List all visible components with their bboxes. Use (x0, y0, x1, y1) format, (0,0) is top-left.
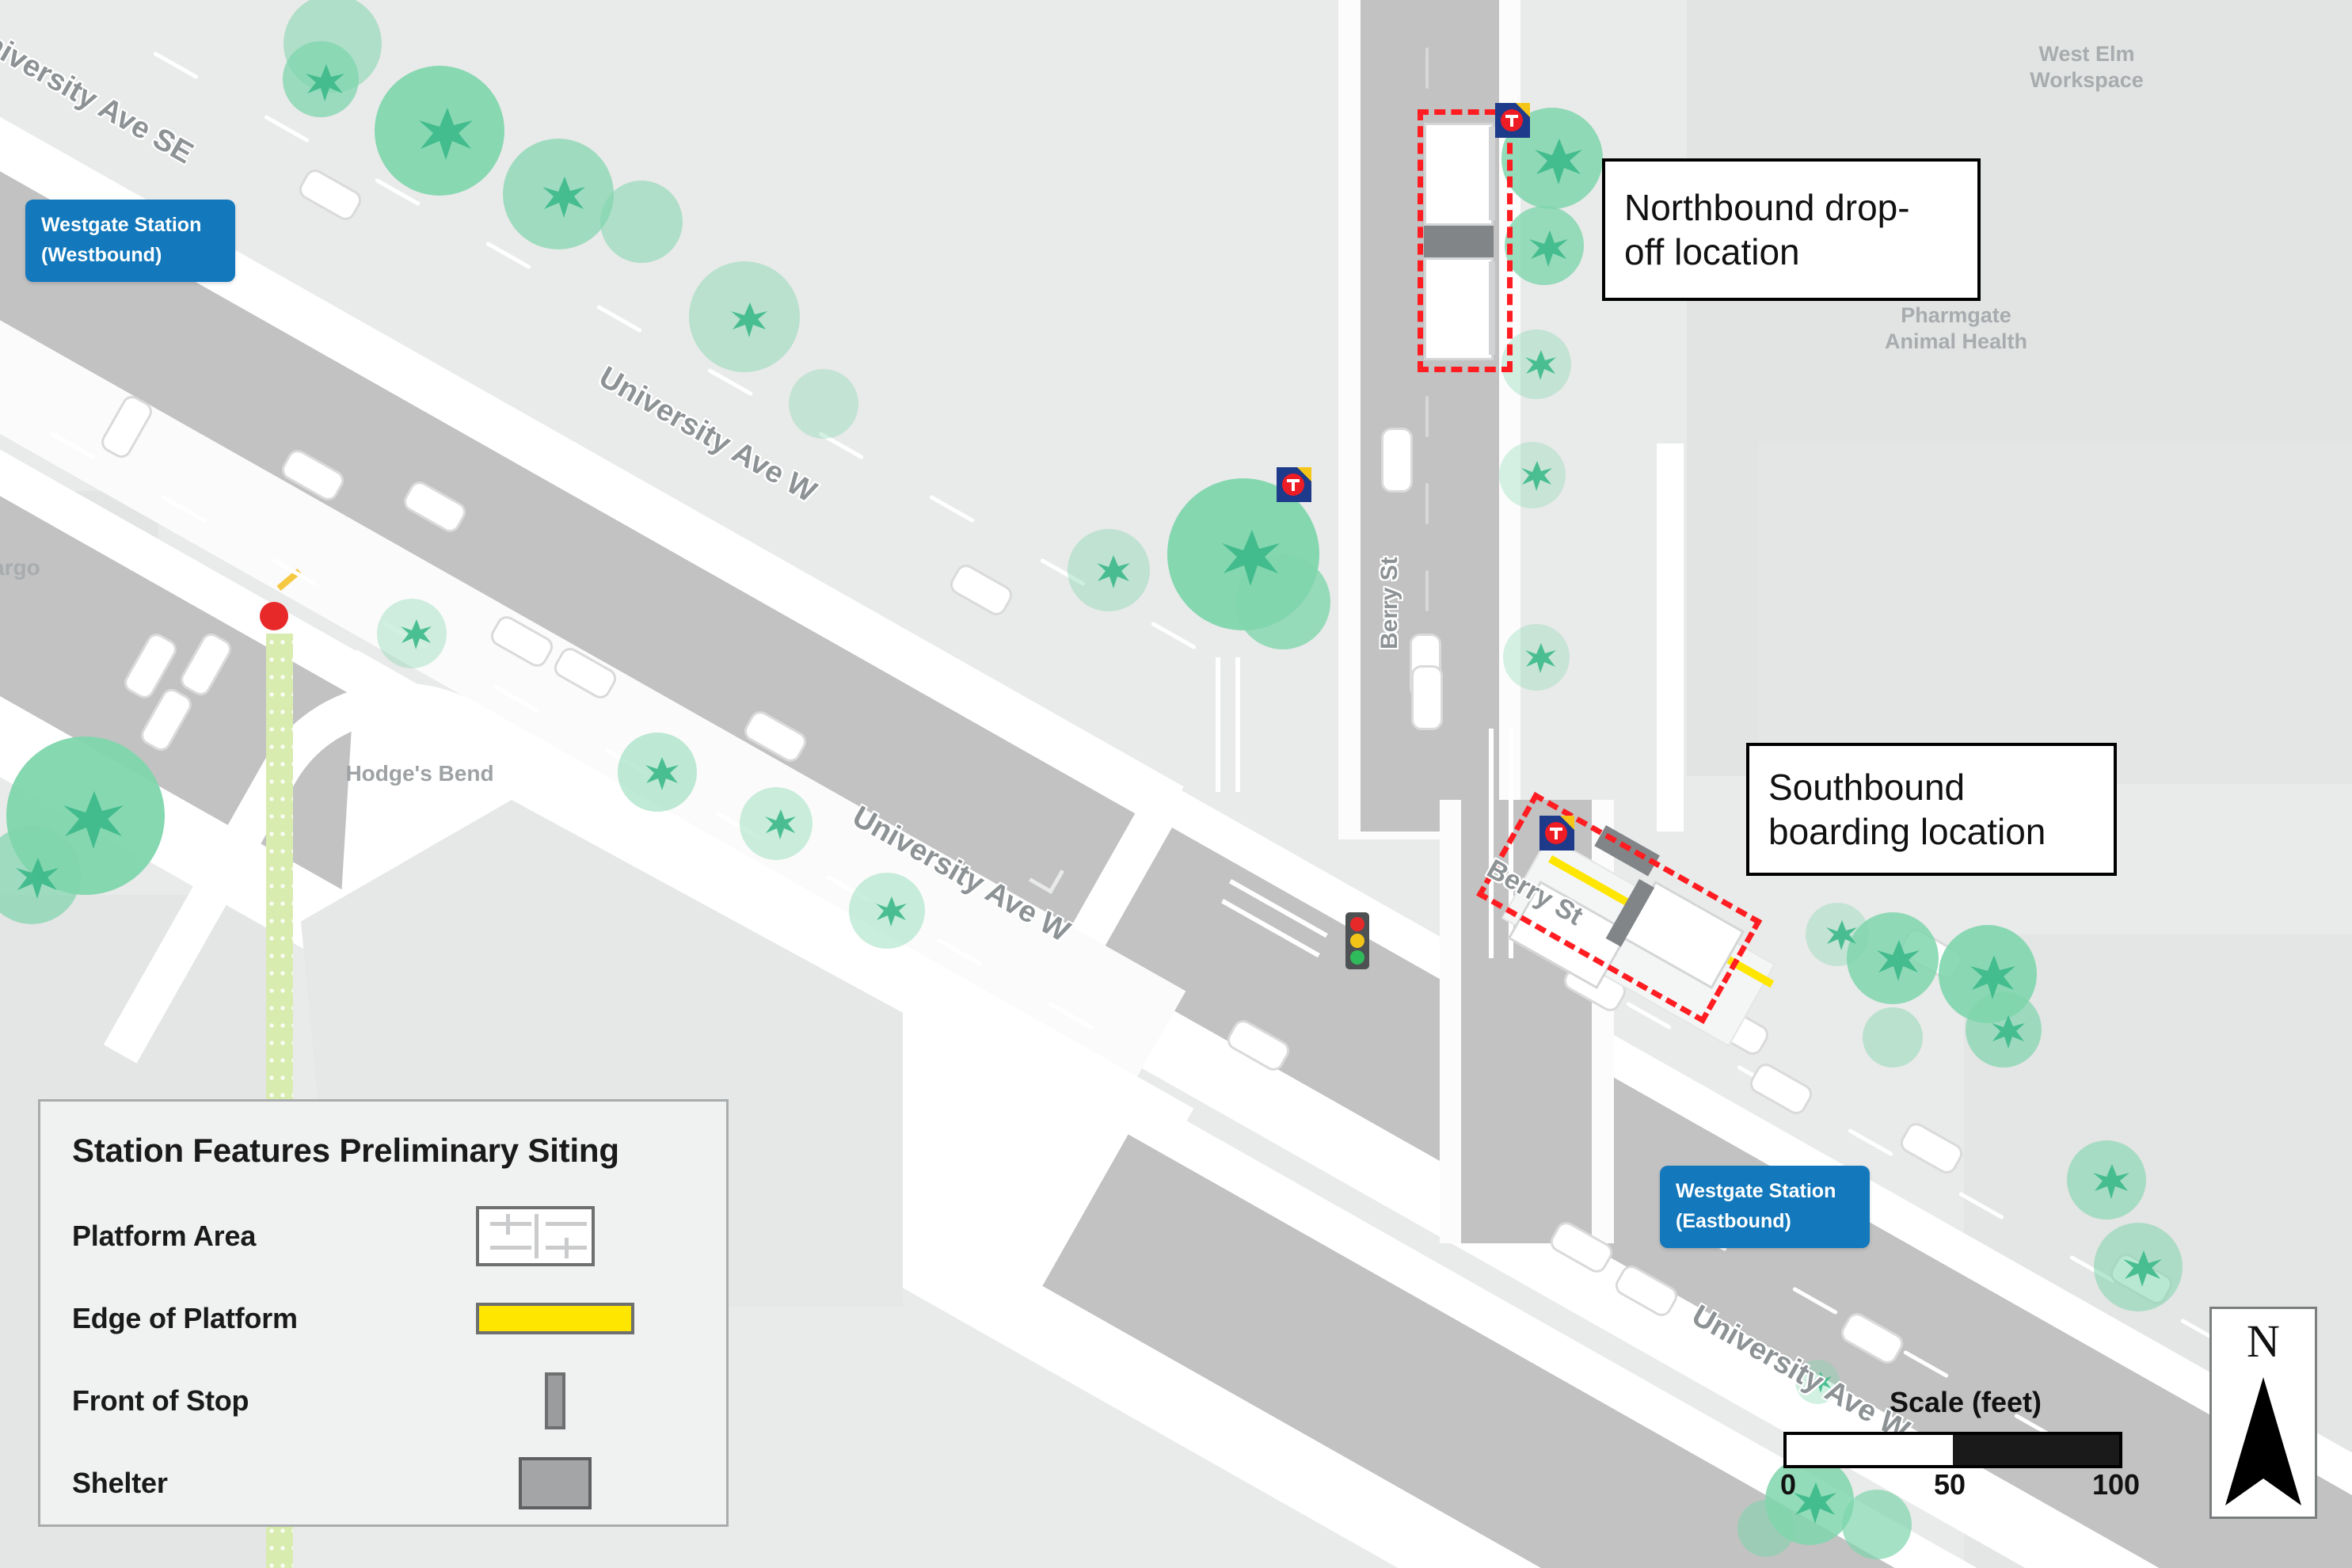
shelter-swatch (519, 1457, 592, 1509)
legend-row-platform-area: Platform Area (67, 1195, 699, 1277)
scale-bar-ticks: 0 50 100 (1780, 1468, 2140, 1503)
scale-bar-segments (1783, 1432, 2122, 1468)
northbound-dropoff-highlight (1418, 109, 1513, 372)
callout-line-1: Northbound drop- (1624, 186, 1910, 228)
callout-line-2: boarding location (1768, 811, 2046, 852)
legend-row-front-of-stop: Front of Stop (67, 1360, 699, 1442)
front-of-stop-swatch (545, 1372, 565, 1429)
station-flag-line-1: Westgate Station (41, 214, 202, 236)
metro-transit-t-icon-south[interactable] (1539, 816, 1574, 851)
station-flag-line-2: (Eastbound) (1676, 1209, 1791, 1232)
metro-transit-t-icon-mid[interactable] (1277, 467, 1311, 502)
scale-segment-50-100 (1953, 1435, 2119, 1465)
scale-tick-100: 100 (2092, 1468, 2141, 1501)
legend-title: Station Features Preliminary Siting (72, 1132, 619, 1169)
station-flag-eastbound[interactable]: Westgate Station (Eastbound) (1660, 1166, 1870, 1248)
scale-tick-50: 50 (1934, 1468, 1966, 1501)
legend-row-shelter: Shelter (67, 1442, 699, 1524)
scale-segment-0-50 (1787, 1435, 1953, 1465)
north-arrow-letter: N (2247, 1315, 2280, 1367)
scale-tick-0: 0 (1780, 1468, 1797, 1501)
station-flag-westbound[interactable]: Westgate Station (Westbound) (25, 200, 235, 282)
legend-row-edge-of-platform: Edge of Platform (67, 1277, 699, 1360)
scale-bar: Scale (feet) 0 50 100 (1780, 1386, 2148, 1503)
stop-marker-dot (260, 602, 288, 630)
traffic-light-icon (1345, 912, 1369, 969)
edge-of-platform-swatch (476, 1303, 634, 1334)
station-flag-line-2: (Westbound) (41, 243, 162, 266)
legend-label: Edge of Platform (72, 1302, 298, 1334)
callout-northbound-dropoff: Northbound drop- off location (1602, 158, 1981, 301)
north-arrow-icon (2225, 1377, 2301, 1505)
scale-bar-title: Scale (feet) (1889, 1386, 2042, 1418)
callout-southbound-boarding: Southbound boarding location (1746, 743, 2117, 876)
legend-panel: Station Features Preliminary Siting Plat… (38, 1099, 729, 1527)
shelter-north (1424, 226, 1494, 257)
platform-area-north-upper (1424, 123, 1494, 226)
legend-label: Shelter (72, 1467, 168, 1499)
platform-area-swatch (476, 1206, 595, 1266)
callout-line-2: off location (1624, 231, 1800, 272)
legend-label: Platform Area (72, 1220, 257, 1252)
station-flag-line-1: Westgate Station (1676, 1180, 1836, 1202)
callout-line-1: Southbound (1768, 766, 1966, 808)
north-arrow-box: N (2209, 1307, 2317, 1519)
legend-label: Front of Stop (72, 1384, 249, 1417)
metro-transit-t-icon-north[interactable] (1495, 103, 1530, 138)
